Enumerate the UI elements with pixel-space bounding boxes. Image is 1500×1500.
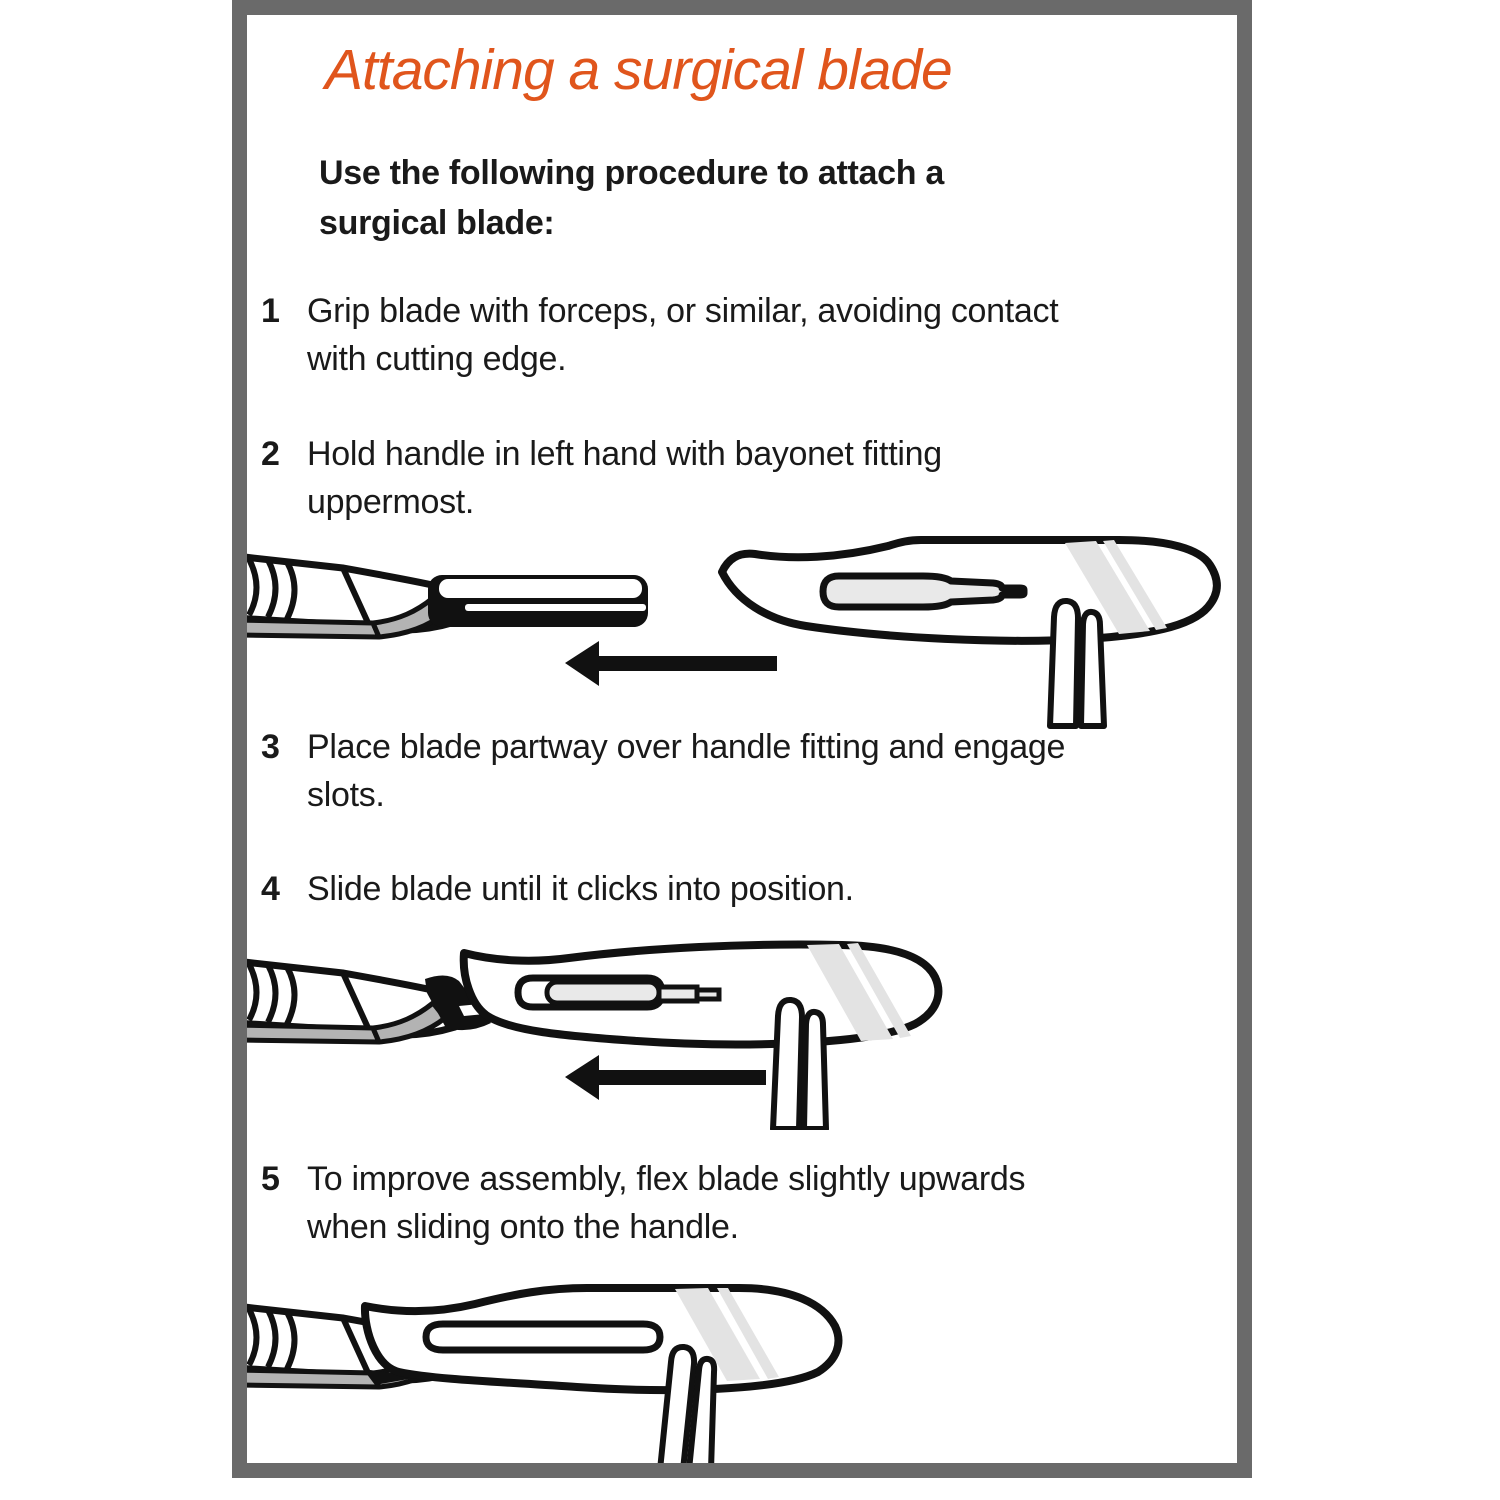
illustration-blade-partway-on-handle xyxy=(247,940,943,1130)
forceps xyxy=(770,996,829,1130)
blade-highlight xyxy=(675,1288,760,1381)
illustration-blade-approaching-handle xyxy=(247,536,1221,729)
blade-highlight xyxy=(1065,541,1150,634)
step-text: Hold handle in left hand with bayonet fi… xyxy=(307,435,942,521)
step-text: Place blade partway over handle fitting … xyxy=(307,728,1066,814)
step-number: 1 xyxy=(261,292,280,330)
arrow-left-icon xyxy=(565,1055,766,1100)
step-row-4: 4 Slide blade until it clicks into posit… xyxy=(261,865,1067,913)
arrow-left-icon xyxy=(565,641,777,686)
blade-highlight xyxy=(807,944,893,1041)
step-row-3: 3 Place blade partway over handle fittin… xyxy=(261,723,1067,819)
intro-pre: Use the following procedure to xyxy=(319,154,818,192)
forceps xyxy=(1047,597,1107,729)
step-row-1: 1 Grip blade with forceps, or similar, a… xyxy=(261,287,1067,383)
illustration-blade-fully-attached xyxy=(247,1284,843,1463)
intro-bold-word: attach xyxy=(817,154,917,192)
step-number: 3 xyxy=(261,728,280,766)
surgical-blade xyxy=(718,536,1221,645)
step-number: 4 xyxy=(261,870,280,908)
step-text: To improve assembly, flex blade slightly… xyxy=(307,1160,1026,1246)
blade-highlight xyxy=(717,1288,779,1379)
step-text: Slide blade until it clicks into positio… xyxy=(307,870,854,908)
step-row-5: 5 To improve assembly, flex blade slight… xyxy=(261,1155,1067,1251)
intro-text: Use the following procedure to attach a … xyxy=(319,148,1019,248)
blade-highlight xyxy=(1103,540,1167,630)
blade-slot xyxy=(819,572,1028,611)
step-text: Grip blade with forceps, or similar, avo… xyxy=(307,292,1059,378)
blade-highlight xyxy=(847,943,911,1038)
forceps xyxy=(657,1343,718,1463)
scalpel-handle xyxy=(247,961,455,1042)
scalpel-handle xyxy=(247,556,455,637)
bayonet-fitting xyxy=(428,575,648,627)
surgical-blade xyxy=(360,1284,843,1395)
step-row-2: 2 Hold handle in left hand with bayonet … xyxy=(261,430,1067,526)
fitting-tip-through-slot xyxy=(544,979,722,1006)
step-number: 5 xyxy=(261,1160,280,1198)
step-number: 2 xyxy=(261,435,280,473)
instruction-page: Attaching a surgical blade Use the follo… xyxy=(232,0,1252,1478)
page-title: Attaching a surgical blade xyxy=(325,38,953,102)
blade-slot xyxy=(422,1320,664,1354)
surgical-blade xyxy=(459,940,943,1049)
blade-seat-wedge xyxy=(363,1369,420,1385)
intro-post: a surgical blade: xyxy=(319,154,944,242)
